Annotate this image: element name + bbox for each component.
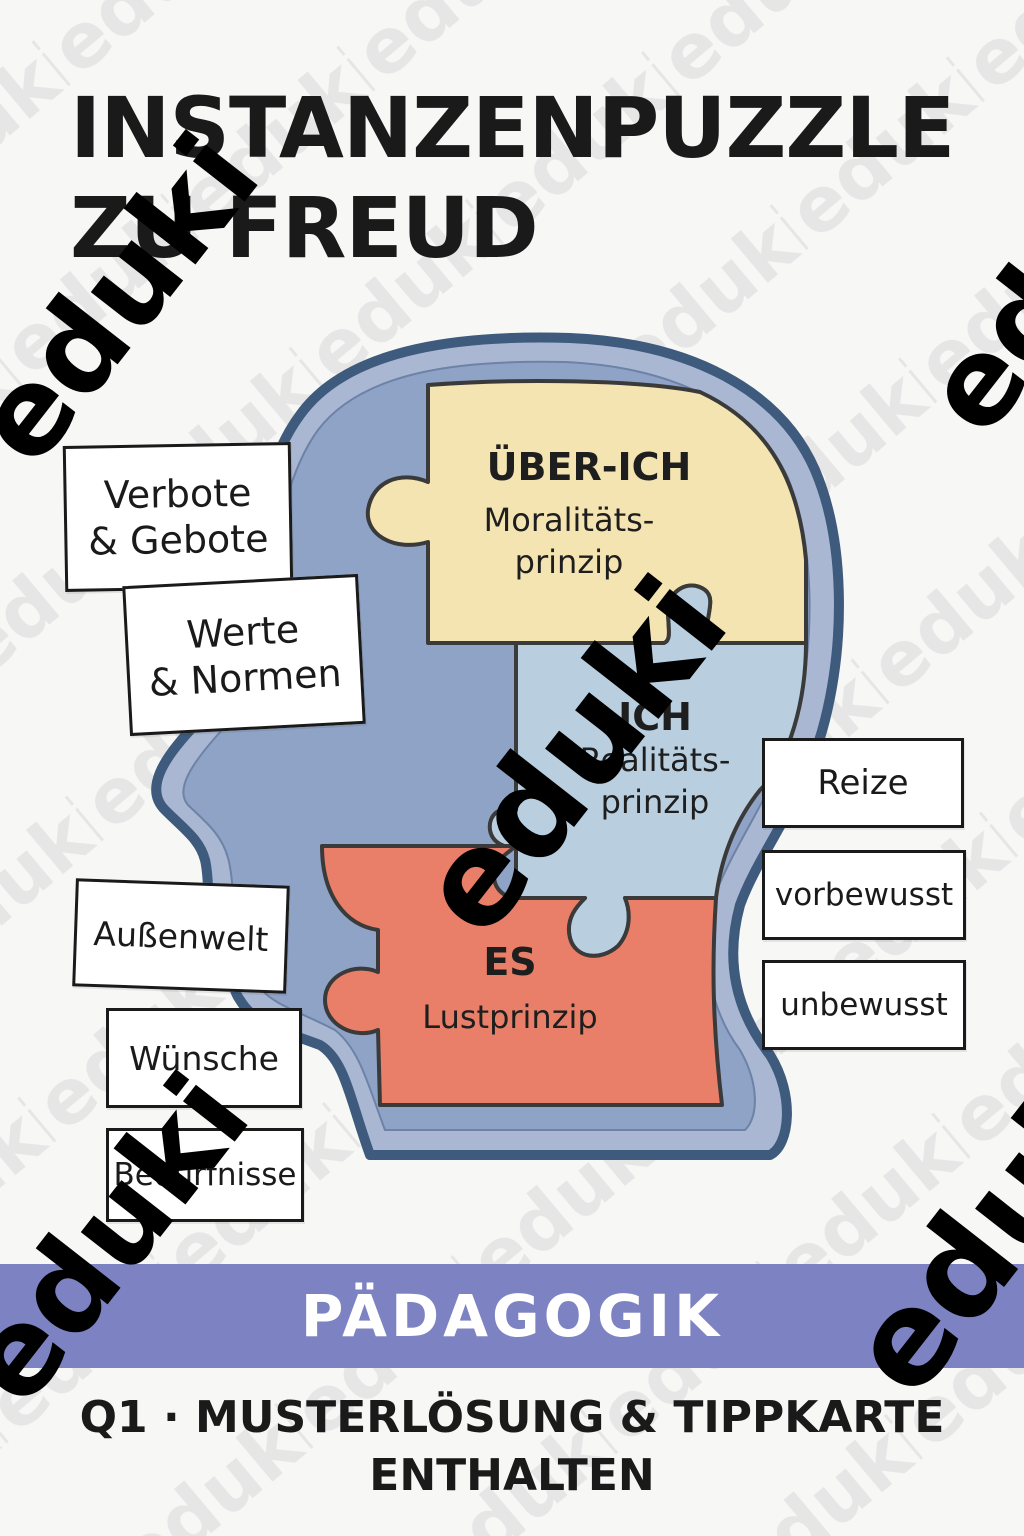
term-card-unbewusst[interactable]: unbewusst [762,960,966,1050]
term-card-reize[interactable]: Reize [762,738,964,828]
title-line-1: INSTANZENPUZZLE [70,79,955,177]
term-card-label: Werte & Normen [147,607,343,705]
footer-line-1: Q1 · MUSTERLÖSUNG & TIPPKARTE [79,1392,945,1443]
title-line-2: ZU FREUD [70,179,539,277]
es-label: ES Lustprinzip [390,940,630,1038]
page-title: INSTANZENPUZZLE ZU FREUD [70,78,955,278]
term-card-label: vorbewusst [774,877,954,913]
footer-line-2: ENTHALTEN [369,1450,655,1501]
term-card-beduerfnisse[interactable]: Bedürfnisse [106,1128,304,1222]
term-card-label: Reize [817,763,909,803]
term-card-label: Verbote & Gebote [87,470,269,564]
subject-banner-label: PÄDAGOGIK [300,1282,724,1350]
term-card-label: unbewusst [780,987,948,1023]
term-card-label: Bedürfnisse [113,1157,297,1193]
term-card-label: Außenwelt [92,913,270,959]
es-name: ES [483,940,537,984]
term-card-vorbewusst[interactable]: vorbewusst [762,850,966,940]
ich-name: ICH [618,695,692,739]
ueber-ich-label: ÜBER-ICH Moralitäts- prinzip [430,445,748,583]
subject-banner: PÄDAGOGIK [0,1264,1024,1368]
ich-principle: Realitäts- prinzip [579,741,731,821]
term-card-label: Wünsche [129,1038,279,1078]
es-principle: Lustprinzip [422,998,598,1036]
term-card-werte-normen[interactable]: Werte & Normen [122,573,366,737]
ueber-ich-principle: Moralitäts- prinzip [483,501,655,581]
term-card-verbote-gebote[interactable]: Verbote & Gebote [62,442,294,592]
term-card-wuensche[interactable]: Wünsche [106,1008,302,1108]
es-piece [320,844,724,1107]
ueber-ich-name: ÜBER-ICH [486,445,692,489]
term-card-aussenwelt[interactable]: Außenwelt [72,878,290,994]
ich-label: ICH Realitäts- prinzip [530,695,780,823]
